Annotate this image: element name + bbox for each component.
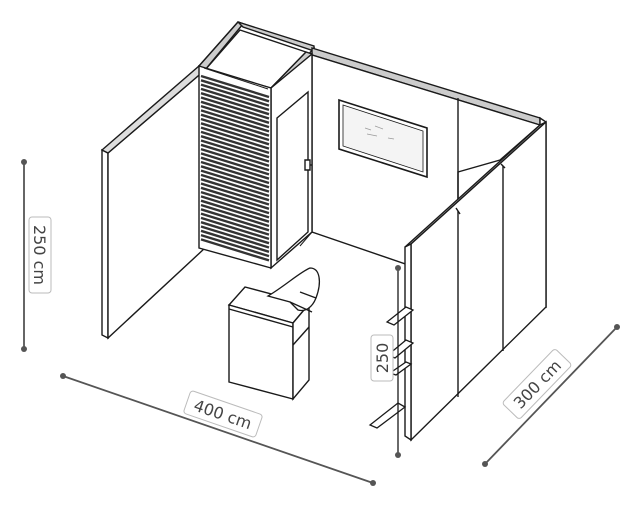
height-dimension: 250 cm (21, 159, 52, 352)
height-label: 250 cm (30, 225, 49, 285)
slat (200, 143, 270, 167)
slat (200, 122, 270, 146)
shelf-height-label: 250 (373, 343, 392, 374)
slatwall-panel (198, 65, 272, 269)
slat (200, 173, 270, 198)
slat (200, 233, 270, 258)
slat (200, 182, 270, 206)
slat (200, 152, 270, 176)
slat (200, 87, 270, 112)
slat (200, 216, 270, 241)
right-side-wall (404, 116, 547, 442)
slat (200, 203, 270, 228)
slat (200, 79, 270, 103)
left-side-wall (100, 65, 207, 340)
storage-room (270, 52, 313, 270)
slat (200, 160, 270, 185)
slat (200, 113, 270, 137)
slat (200, 100, 270, 124)
slat (200, 92, 270, 116)
slat (200, 117, 270, 142)
slat (200, 212, 270, 236)
slat (200, 195, 270, 219)
slat (200, 190, 270, 215)
shelf-height-dimension: 250 (370, 265, 401, 458)
slat (200, 139, 270, 163)
depth-label: 300 cm (510, 356, 565, 412)
slat (200, 126, 270, 150)
slat (200, 130, 270, 155)
info-counter (227, 286, 311, 401)
slat (200, 199, 270, 223)
wall-shelves (368, 268, 415, 455)
slat (200, 178, 270, 202)
slat (200, 186, 270, 210)
slat (200, 238, 270, 262)
slat (200, 156, 270, 180)
slat (200, 169, 270, 193)
slat (200, 104, 270, 129)
slat (200, 165, 270, 189)
wall-screen (338, 98, 428, 179)
slat (200, 109, 270, 133)
slat (200, 208, 270, 232)
slat (200, 225, 270, 249)
slat (200, 83, 270, 107)
bar-stool (266, 267, 321, 313)
width-dimension: 400 cm (60, 373, 376, 486)
slat (200, 96, 270, 120)
slat (200, 221, 270, 245)
slat (200, 147, 270, 172)
slat (200, 74, 270, 99)
slat (200, 135, 270, 159)
slat (200, 229, 270, 253)
